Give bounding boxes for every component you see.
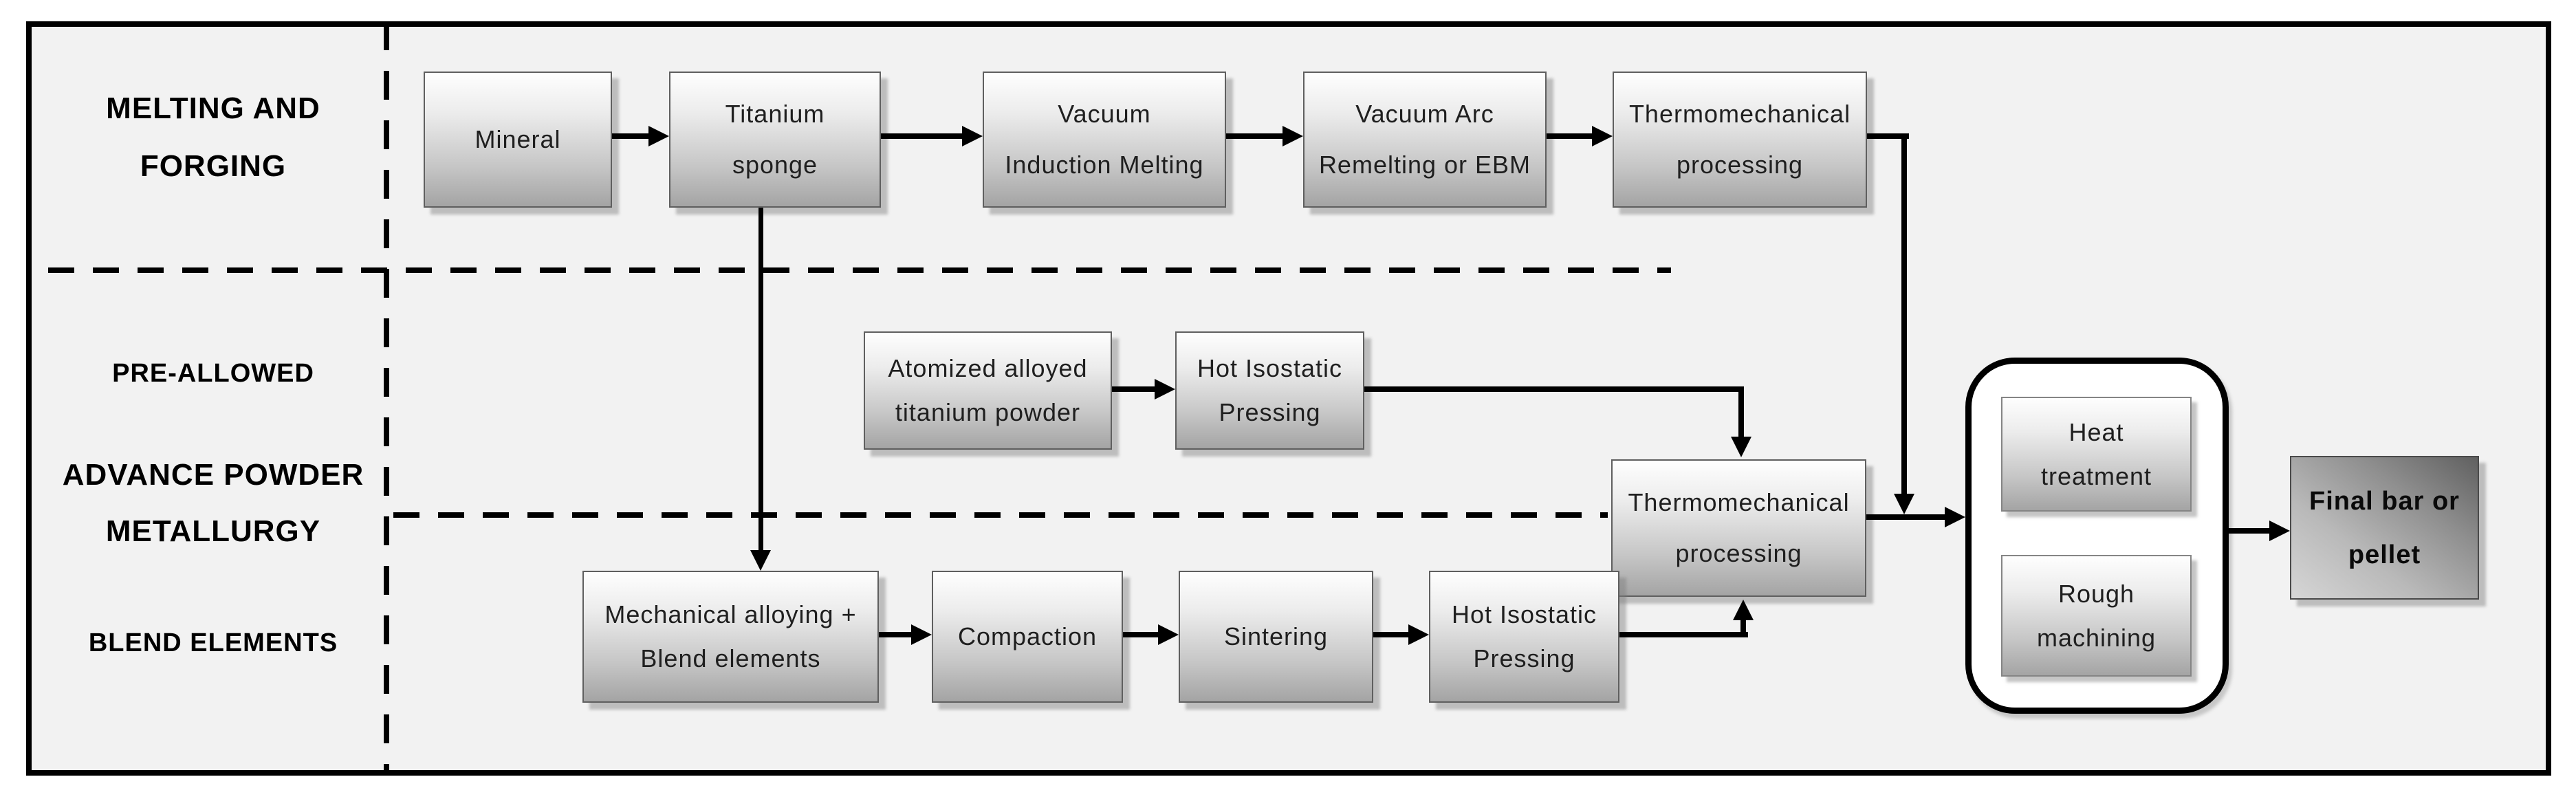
divider-vertical-dashed xyxy=(384,21,389,776)
section-label-melting-forging: MELTING AND FORGING xyxy=(106,91,320,183)
node-thermomechanical-top: Thermomechanical processing xyxy=(1613,72,1867,208)
node-thermomechanical-mid: Thermomechanical processing xyxy=(1611,459,1866,597)
node-heat-treatment: Heat treatment xyxy=(2001,397,2192,512)
node-mineral-label: Mineral xyxy=(474,125,561,153)
section-label-blend-elements: BLEND ELEMENTS xyxy=(88,628,338,657)
node-heat-treatment-label: Heat treatment xyxy=(2040,417,2152,490)
node-hip-pre-alloyed: Hot Isostatic Pressing xyxy=(1175,331,1364,450)
node-sintering-label: Sintering xyxy=(1223,622,1329,650)
node-vacuum-induction-melting: Vacuum Induction Melting xyxy=(983,72,1226,208)
node-final-product: Final bar or pellet xyxy=(2290,456,2479,600)
node-final-product-label: Final bar or pellet xyxy=(2309,486,2460,569)
node-compaction-label: Compaction xyxy=(957,622,1098,650)
node-mechanical-alloying: Mechanical alloying + Blend elements xyxy=(582,571,879,703)
node-hip-pre-alloyed-label: Hot Isostatic Pressing xyxy=(1197,354,1343,426)
node-atomized-powder: Atomized alloyed titanium powder xyxy=(864,331,1112,450)
node-thermomechanical-top-label: Thermomechanical processing xyxy=(1628,100,1851,179)
node-sintering: Sintering xyxy=(1179,571,1373,703)
node-atomized-powder-label: Atomized alloyed titanium powder xyxy=(888,354,1088,426)
divider-prealloyed-blend-dashed xyxy=(393,512,1608,518)
node-rough-machining: Rough machining xyxy=(2001,555,2192,677)
node-rough-machining-label: Rough machining xyxy=(2036,579,2157,652)
divider-melting-powder-dashed xyxy=(48,267,1671,273)
node-hip-blend-label: Hot Isostatic Pressing xyxy=(1451,600,1597,672)
node-titanium-sponge: Titanium sponge xyxy=(669,72,881,208)
node-mechanical-alloying-label: Mechanical alloying + Blend elements xyxy=(604,600,857,672)
node-vacuum-arc-remelting: Vacuum Arc Remelting or EBM xyxy=(1303,72,1547,208)
node-titanium-sponge-label: Titanium sponge xyxy=(725,100,825,179)
node-vacuum-induction-melting-label: Vacuum Induction Melting xyxy=(1005,100,1204,179)
section-label-pre-allowed: PRE-ALLOWED xyxy=(112,359,314,388)
node-vacuum-arc-remelting-label: Vacuum Arc Remelting or EBM xyxy=(1318,100,1531,179)
node-mineral: Mineral xyxy=(424,72,612,208)
node-compaction: Compaction xyxy=(932,571,1123,703)
section-label-advance-powder-metallurgy: ADVANCE POWDER METALLURGY xyxy=(62,458,364,548)
node-hip-blend: Hot Isostatic Pressing xyxy=(1429,571,1619,703)
node-thermomechanical-mid-label: Thermomechanical processing xyxy=(1628,488,1850,567)
